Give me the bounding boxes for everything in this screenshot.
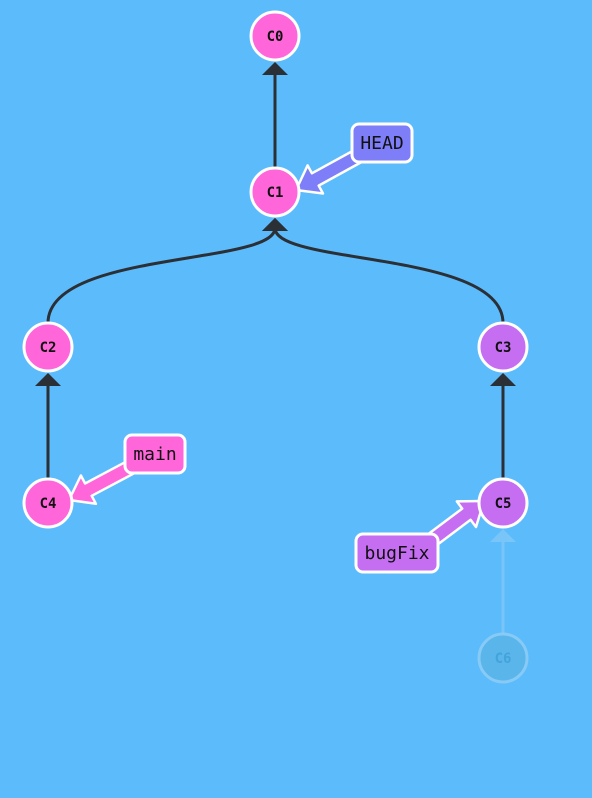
commit-node-c2[interactable]: C2 — [22, 321, 74, 373]
ref-arrow-icon — [67, 459, 136, 506]
commit-node-c1[interactable]: C1 — [249, 166, 301, 218]
ref-bugfix[interactable]: bugFix — [354, 499, 486, 574]
commit-label: C4 — [40, 496, 57, 512]
ref-arrow-icon — [294, 148, 363, 195]
commit-circle — [477, 477, 529, 529]
commit-node-c5[interactable]: C5 — [477, 477, 529, 529]
commit-label: C5 — [495, 496, 512, 512]
commit-circle — [22, 321, 74, 373]
commit-node-c3[interactable]: C3 — [477, 321, 529, 373]
commit-node-c0[interactable]: C0 — [249, 10, 301, 62]
edge-c4-to-c2 — [35, 373, 61, 479]
ref-label-text: bugFix — [364, 543, 429, 564]
commit-label: C2 — [40, 340, 57, 356]
edge-arrowhead — [490, 373, 516, 386]
edge-arrowhead — [262, 218, 288, 231]
commit-label: C1 — [267, 185, 284, 201]
refs-layer: HEAD main bugFix — [67, 122, 486, 574]
edge-arrowhead — [490, 529, 516, 542]
ref-head[interactable]: HEAD — [294, 122, 414, 195]
edge-c1-to-c0 — [262, 62, 288, 168]
edge-c5-to-c3 — [490, 373, 516, 479]
commit-circle — [22, 477, 74, 529]
commit-label: C6 — [495, 651, 512, 667]
edge-arrowhead — [262, 62, 288, 75]
ref-label-text: HEAD — [360, 133, 403, 154]
edge-c6-to-c5 — [490, 529, 516, 634]
edge-arrowhead — [35, 373, 61, 386]
edge-c2-to-c1 — [46, 218, 288, 324]
ref-main[interactable]: main — [67, 433, 187, 506]
commit-label: C0 — [267, 29, 284, 45]
commit-label: C3 — [495, 340, 512, 356]
ref-label-box — [123, 433, 187, 475]
ref-label-box — [354, 532, 440, 574]
commit-circle — [249, 10, 301, 62]
edges-layer — [35, 62, 516, 634]
edge-c3-to-c1 — [262, 218, 505, 324]
commit-circle — [249, 166, 301, 218]
commit-node-c6[interactable]: C6 — [477, 632, 529, 684]
ref-arrow-icon — [426, 499, 486, 547]
ref-label-box — [350, 122, 414, 164]
commit-circle — [477, 632, 529, 684]
ref-label-text: main — [133, 444, 176, 465]
commit-circle — [477, 321, 529, 373]
commit-node-c4[interactable]: C4 — [22, 477, 74, 529]
